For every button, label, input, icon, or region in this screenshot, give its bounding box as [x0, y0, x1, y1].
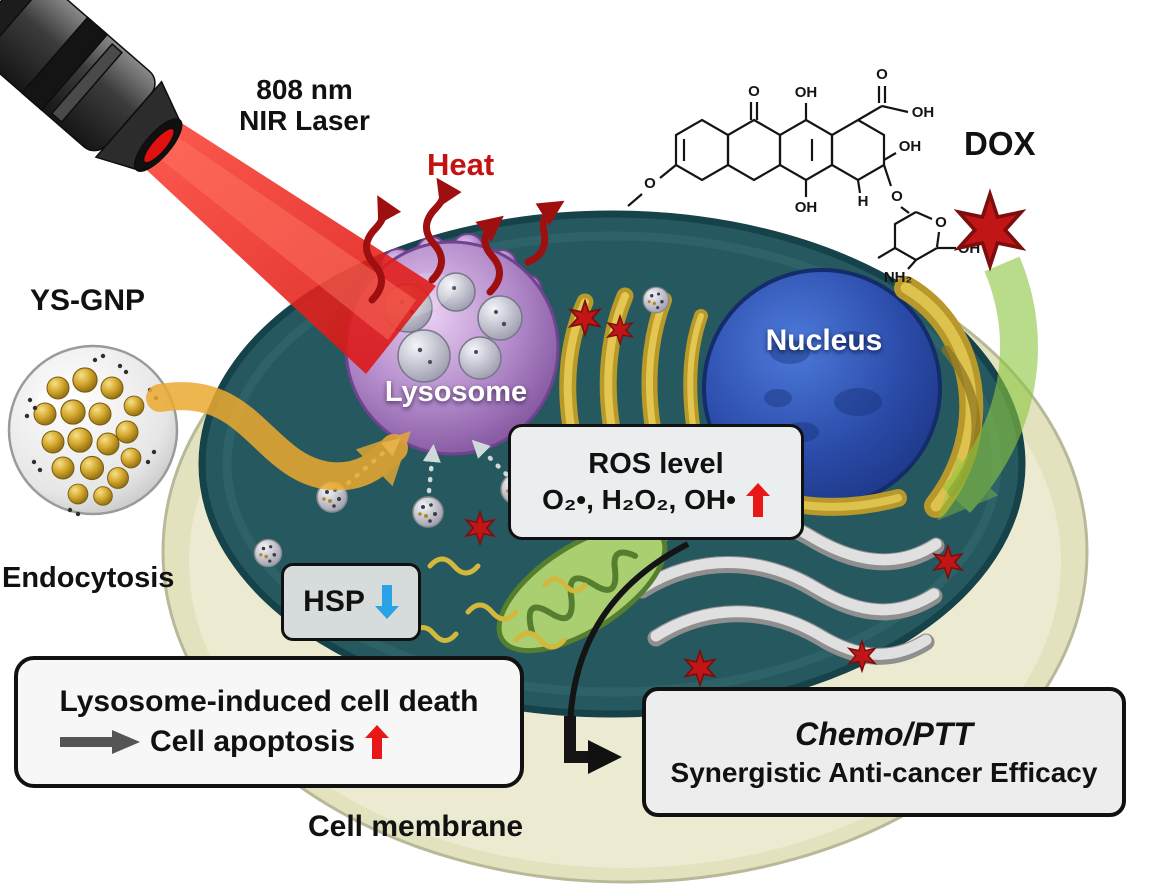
laser-label-line1: 808 nm	[256, 74, 353, 105]
chemo-ptt-subtitle: Synergistic Anti-cancer Efficacy	[670, 756, 1098, 788]
nucleus-label: Nucleus	[765, 324, 883, 357]
laser-label-line2: NIR Laser	[239, 105, 370, 137]
cell-membrane-label: Cell membrane	[308, 810, 524, 843]
cell-death-title: Lysosome-induced cell death	[59, 685, 479, 718]
ros-level-box: ROS level O₂•, H₂O₂, OH•	[508, 424, 804, 540]
ros-title: ROS level	[588, 447, 724, 480]
dox-atom-labels: O OH O OH OH O OH H O O OH NH₂	[644, 66, 980, 286]
dox-structure	[627, 86, 956, 270]
atom-label: H	[858, 193, 869, 210]
lysosome-label: Lysosome	[384, 376, 528, 408]
connector-arrow	[564, 541, 690, 774]
cell-death-box: Lysosome-induced cell death Cell apoptos…	[14, 656, 524, 788]
heat-label: Heat	[427, 147, 495, 182]
laser-device	[0, 0, 183, 172]
ys-gnp-sphere	[7, 344, 179, 517]
endocytosis-label: Endocytosis	[2, 562, 175, 594]
apoptosis-up-arrow-icon	[365, 725, 390, 759]
hsp-label: HSP	[303, 585, 365, 618]
atom-label: OH	[912, 104, 935, 121]
atom-label: OH	[795, 84, 818, 101]
dox-entry-arrow	[937, 256, 1038, 521]
ros-up-arrow-icon	[745, 482, 770, 517]
chemo-ptt-title: Chemo/PTT	[795, 715, 973, 752]
chemo-ptt-box: Chemo/PTT Synergistic Anti-cancer Effica…	[642, 687, 1126, 817]
laser-label: 808 nm NIR Laser	[212, 74, 397, 137]
implies-arrow-icon	[60, 730, 140, 754]
atom-label: O	[891, 188, 903, 205]
atom-label: O	[876, 66, 888, 83]
hsp-down-arrow-icon	[374, 585, 399, 619]
atom-label: OH	[899, 138, 922, 155]
atom-label: NH₂	[884, 269, 912, 286]
dox-label: DOX	[964, 125, 1036, 162]
atom-label: OH	[795, 199, 818, 216]
ys-gnp-label: YS-GNP	[30, 284, 146, 317]
ros-species: O₂•, H₂O₂, OH•	[542, 483, 736, 515]
heat-arrows	[363, 177, 565, 304]
endocytosis-arrow	[146, 382, 411, 491]
cell-apoptosis-label: Cell apoptosis	[150, 725, 356, 758]
atom-label: O	[644, 175, 656, 192]
hsp-box: HSP	[281, 563, 421, 641]
laser-beam	[123, 106, 436, 374]
atom-label: O	[935, 214, 947, 231]
atom-label: O	[748, 83, 760, 100]
